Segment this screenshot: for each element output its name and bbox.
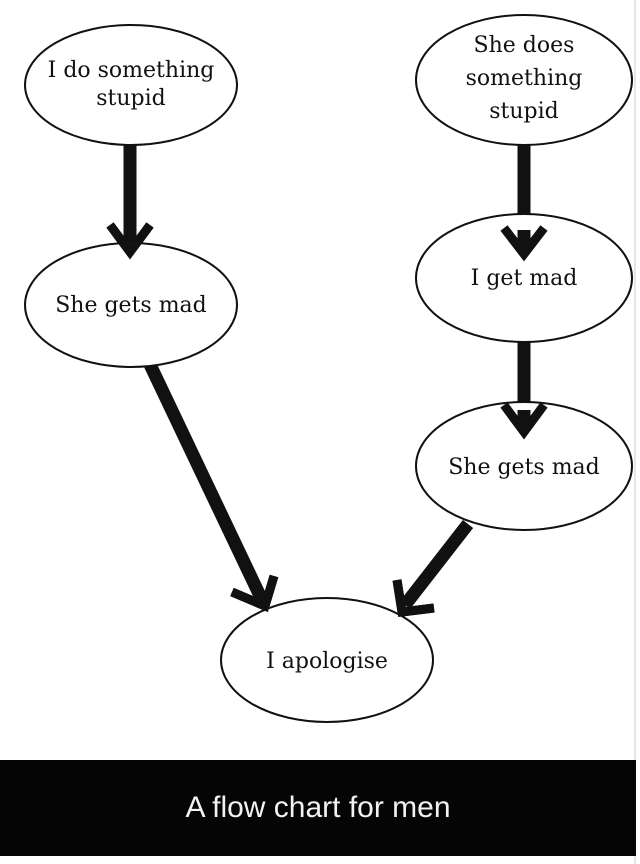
node-label-line: She gets mad [448,455,600,480]
node-label-line: I do something [48,58,215,83]
node-i-apologise: I apologise [220,574,435,723]
node-label-line: stupid [489,99,559,124]
flowchart-diagram: I do something stupid She gets mad She d… [24,14,633,723]
caption-text: A flow chart for men [185,791,451,824]
node-label-line: She gets mad [55,293,207,318]
arrow-n2-n6 [139,351,279,613]
node-label-line: stupid [96,86,166,111]
node-she-gets-mad-right: She gets mad [415,401,633,531]
node-she-gets-mad-left: She gets mad [24,242,238,368]
arrow-n5-n6 [392,520,474,618]
node-label-line: I apologise [266,649,388,674]
caption-band: A flow chart for men [0,760,636,856]
node-she-does-something-stupid: She does something stupid [415,14,633,146]
node-label-line: something [466,66,583,91]
node-label-line: I get mad [471,266,578,291]
arrowhead-overlay-n1-n2 [106,222,154,260]
node-i-get-mad: I get mad [415,213,633,343]
node-label-line: She does [474,33,575,58]
node-i-do-something-stupid: I do something stupid [24,24,238,146]
